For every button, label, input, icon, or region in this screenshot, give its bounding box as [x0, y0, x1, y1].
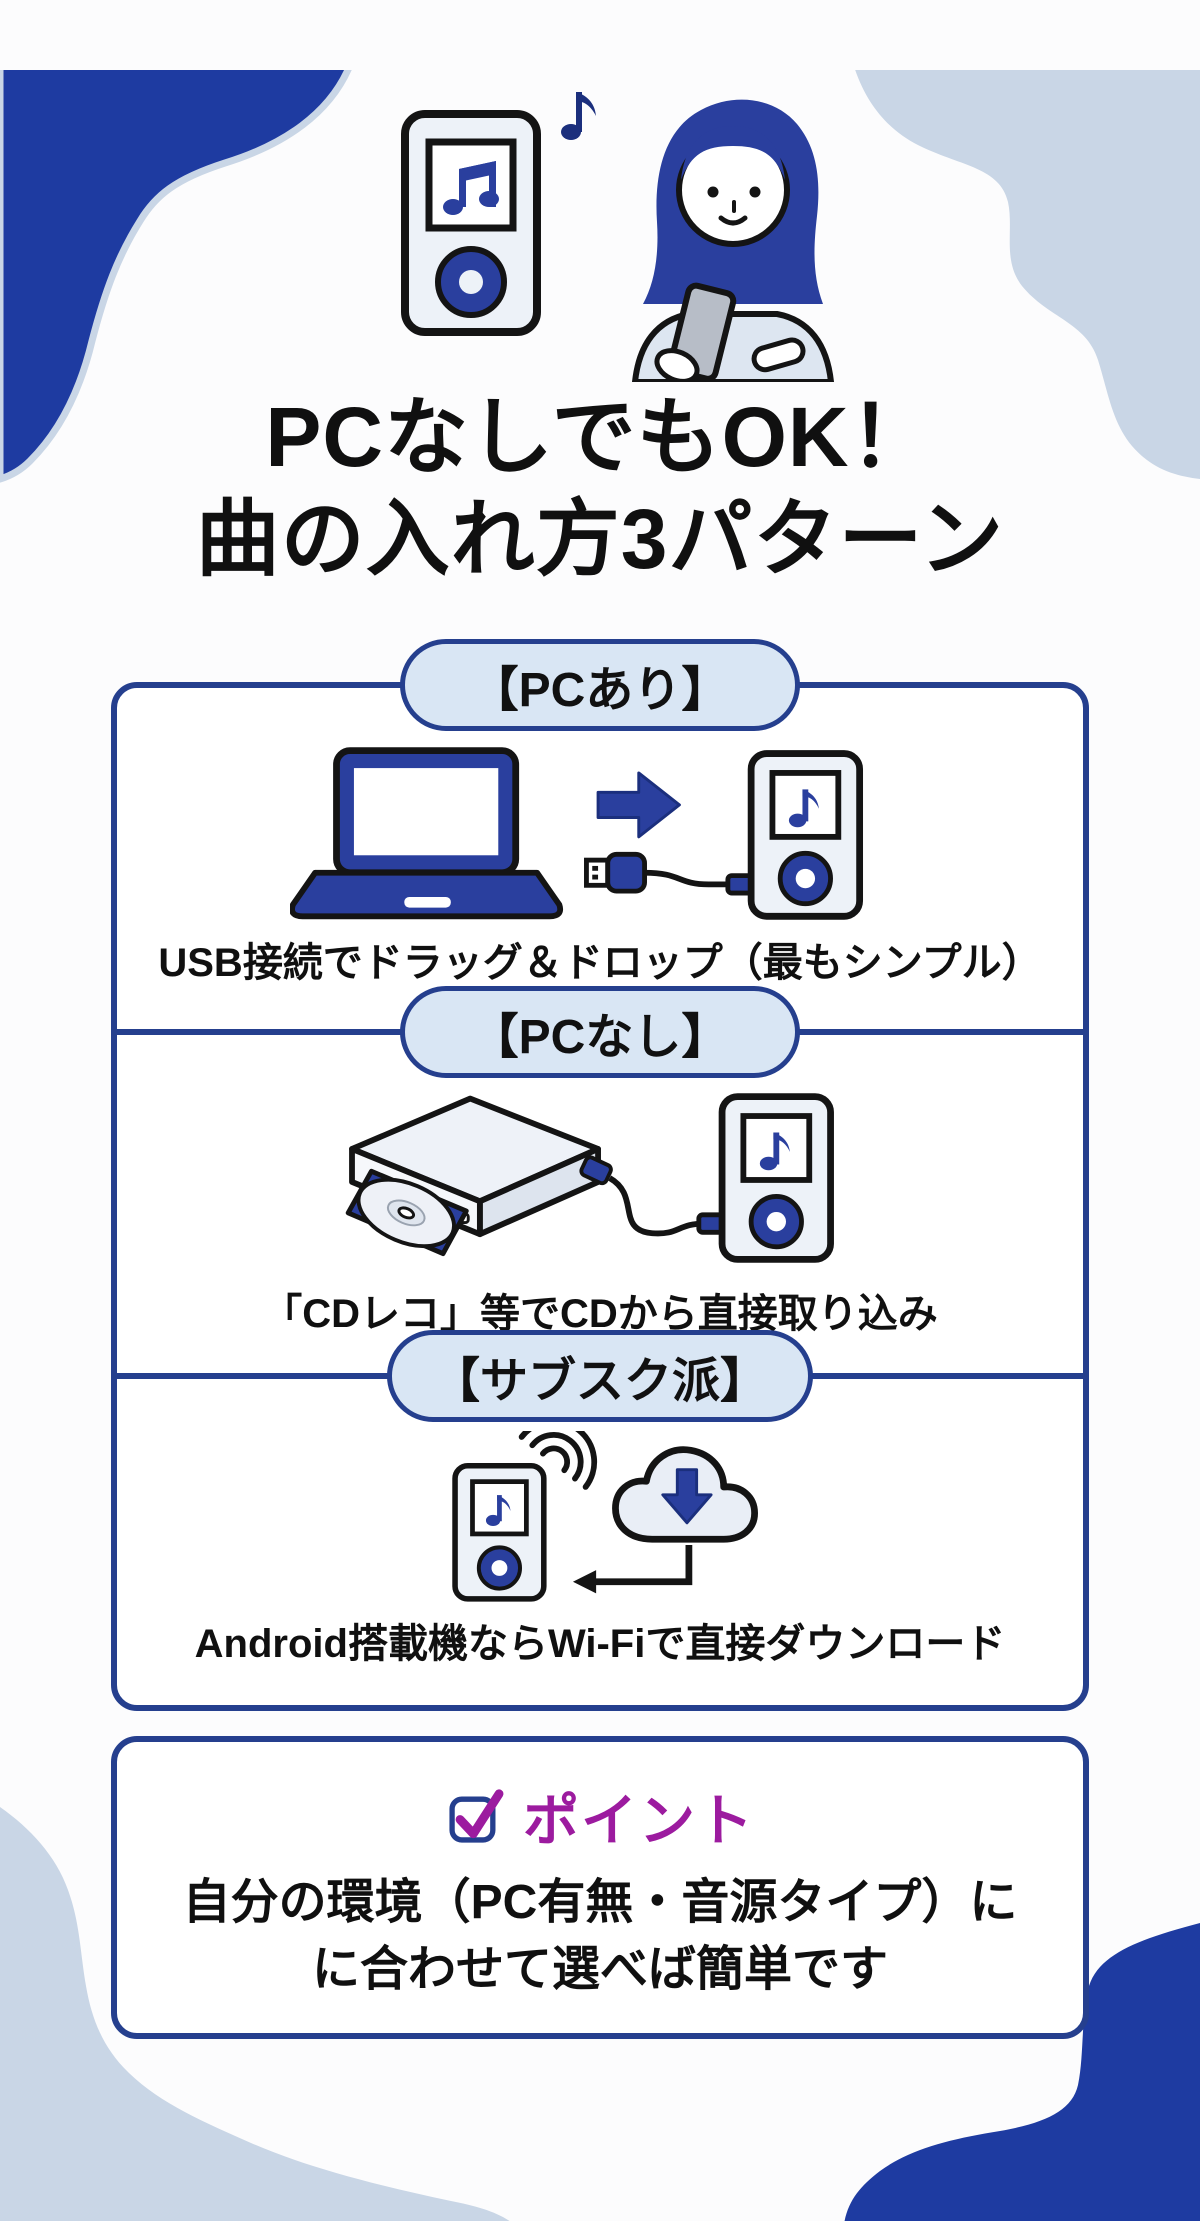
- usb-cable-icon: [584, 851, 756, 896]
- mp3-player-icon: [401, 110, 541, 336]
- woman-with-phone-illustration: [631, 99, 835, 382]
- section-no-pc: 【PCなし】: [117, 985, 1083, 1373]
- music-note-icon: [561, 92, 596, 140]
- section-caption: 「CDレコ」等でCDから直接取り込み: [262, 1291, 938, 1336]
- section-caption: USB接続でドラッグ＆ドロップ（最もシンプル）: [158, 940, 1042, 985]
- patterns-panel: 【PCあり】: [111, 638, 1089, 1711]
- point-title: ポイント: [523, 1788, 755, 1852]
- return-arrow-icon: [572, 1544, 693, 1594]
- cable-icon: [608, 1175, 727, 1237]
- point-header: ポイント: [117, 1776, 1083, 1857]
- page-title-line1: PCなしでもOK！: [265, 390, 935, 484]
- point-text-line2: に合わせて選べば簡単です: [311, 1943, 888, 1997]
- section-pc-available: 【PCあり】: [117, 638, 1083, 1029]
- point-text-line1: 自分の環境（PC有無・音源タイプ）に: [182, 1875, 1018, 1929]
- point-text: 自分の環境（PC有無・音源タイプ）に に合わせて選べば簡単です: [117, 1869, 1083, 2003]
- cloud-download-icon: [612, 1446, 758, 1543]
- page-title-line2: 曲の入れ方3パターン: [195, 492, 1005, 587]
- point-panel: ポイント 自分の環境（PC有無・音源タイプ）に に合わせて選べば簡単です: [111, 1735, 1089, 2039]
- cd-drive-icon: [345, 1095, 613, 1256]
- mp3-player-icon: [452, 1462, 547, 1602]
- checkbox-checked-icon: [449, 1789, 504, 1844]
- section-2-icons: [345, 1093, 834, 1263]
- page-title: PCなしでもOK！ 曲の入れ方3パターン: [0, 386, 1200, 591]
- blob-top-left: [0, 70, 352, 483]
- mp3-player-icon: [747, 750, 864, 920]
- section-3-icons: [452, 1430, 758, 1602]
- wifi-icon: [518, 1430, 598, 1490]
- hero-illustration: [401, 92, 835, 382]
- blob-bottom-right: [844, 1923, 1200, 2221]
- laptop-icon: [290, 747, 564, 920]
- section-caption: Android搭載機ならWi-Fiで直接ダウンロード: [194, 1621, 1006, 1666]
- arrow-right-icon: [596, 771, 681, 839]
- section-subscription: 【サブスク派】: [117, 1329, 1083, 1705]
- section-label-pill: 【サブスク派】: [386, 1329, 814, 1422]
- mp3-player-icon: [718, 1093, 834, 1263]
- blob-top-right: [855, 70, 1200, 479]
- infographic: PCなしでもOK！ 曲の入れ方3パターン 【PCあり】: [0, 70, 1200, 2039]
- blob-bottom-left: [0, 1807, 510, 2221]
- section-label-pill: 【PCなし】: [400, 985, 800, 1078]
- background-corner-blobs: [0, 70, 1200, 2221]
- section-1-icons: [290, 747, 864, 920]
- section-label-pill: 【PCあり】: [400, 638, 800, 731]
